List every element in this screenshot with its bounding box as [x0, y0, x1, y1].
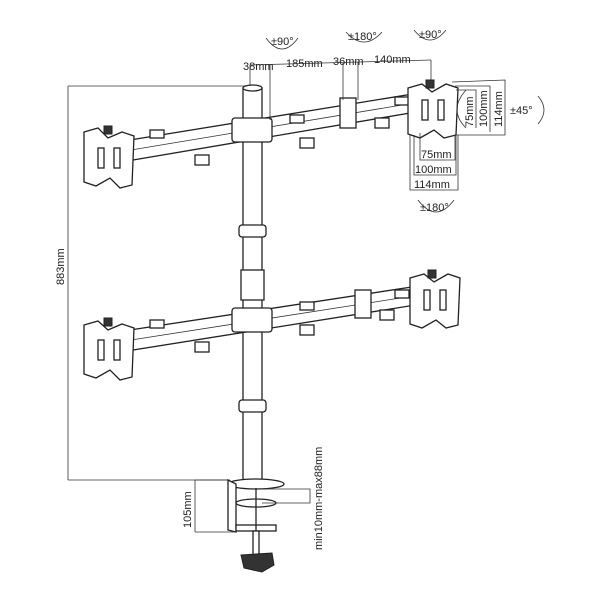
vesa-plate-bottom-right: [409, 269, 461, 329]
arm-dim-label: 185mm: [286, 58, 323, 70]
arm-dim-label: 38mm: [243, 61, 274, 73]
desk-thickness-dimension: min10mm-max88mm: [262, 447, 325, 550]
vesa-v-label: 75mm: [464, 96, 476, 127]
arm-dimensions: 38mm 185mm 36mm 140mm: [243, 54, 432, 120]
height-label: 883mm: [55, 248, 67, 285]
arm-dim-label: 36mm: [333, 56, 364, 68]
arm-dim-label: 140mm: [374, 54, 411, 66]
clamp-height-dimension: 105mm: [182, 479, 236, 533]
rotation-arm-head: ±90°: [419, 29, 442, 41]
vesa-h-label: 100mm: [415, 164, 452, 176]
vesa-h-label: 114mm: [414, 179, 450, 191]
desk-thickness-label: min10mm-max88mm: [313, 447, 325, 550]
rotation-arm-middle: ±180°: [348, 31, 377, 43]
rotation-labels: ±90° ±180° ±90° ±45° ±180°: [265, 29, 545, 214]
clamp-knob: [240, 552, 275, 573]
vesa-plate-bottom-left: [83, 317, 135, 381]
lower-arm: [129, 284, 429, 353]
vesa-v-label: 114mm: [493, 91, 505, 127]
rotation-tilt: ±45°: [510, 105, 533, 117]
height-dimension: 883mm: [55, 85, 245, 481]
vesa-h-label: 75mm: [421, 149, 452, 161]
pole-sleeve: [240, 269, 265, 301]
pole-collar: [238, 224, 267, 238]
pole-collar: [238, 399, 267, 413]
clamp-height-label: 105mm: [182, 491, 194, 528]
top-arm: [129, 91, 429, 166]
desk-clamp: [227, 478, 285, 573]
rotation-plate: ±180°: [420, 202, 449, 214]
vesa-dimensions: 75mm 100mm 114mm 75mm 100mm 114mm: [409, 79, 506, 191]
vesa-plate-top-left: [83, 125, 135, 189]
vesa-v-label: 100mm: [478, 90, 490, 127]
vesa-plate-top-right: [407, 79, 459, 139]
pole: [238, 84, 267, 484]
rotation-arm-base: ±90°: [271, 36, 294, 48]
